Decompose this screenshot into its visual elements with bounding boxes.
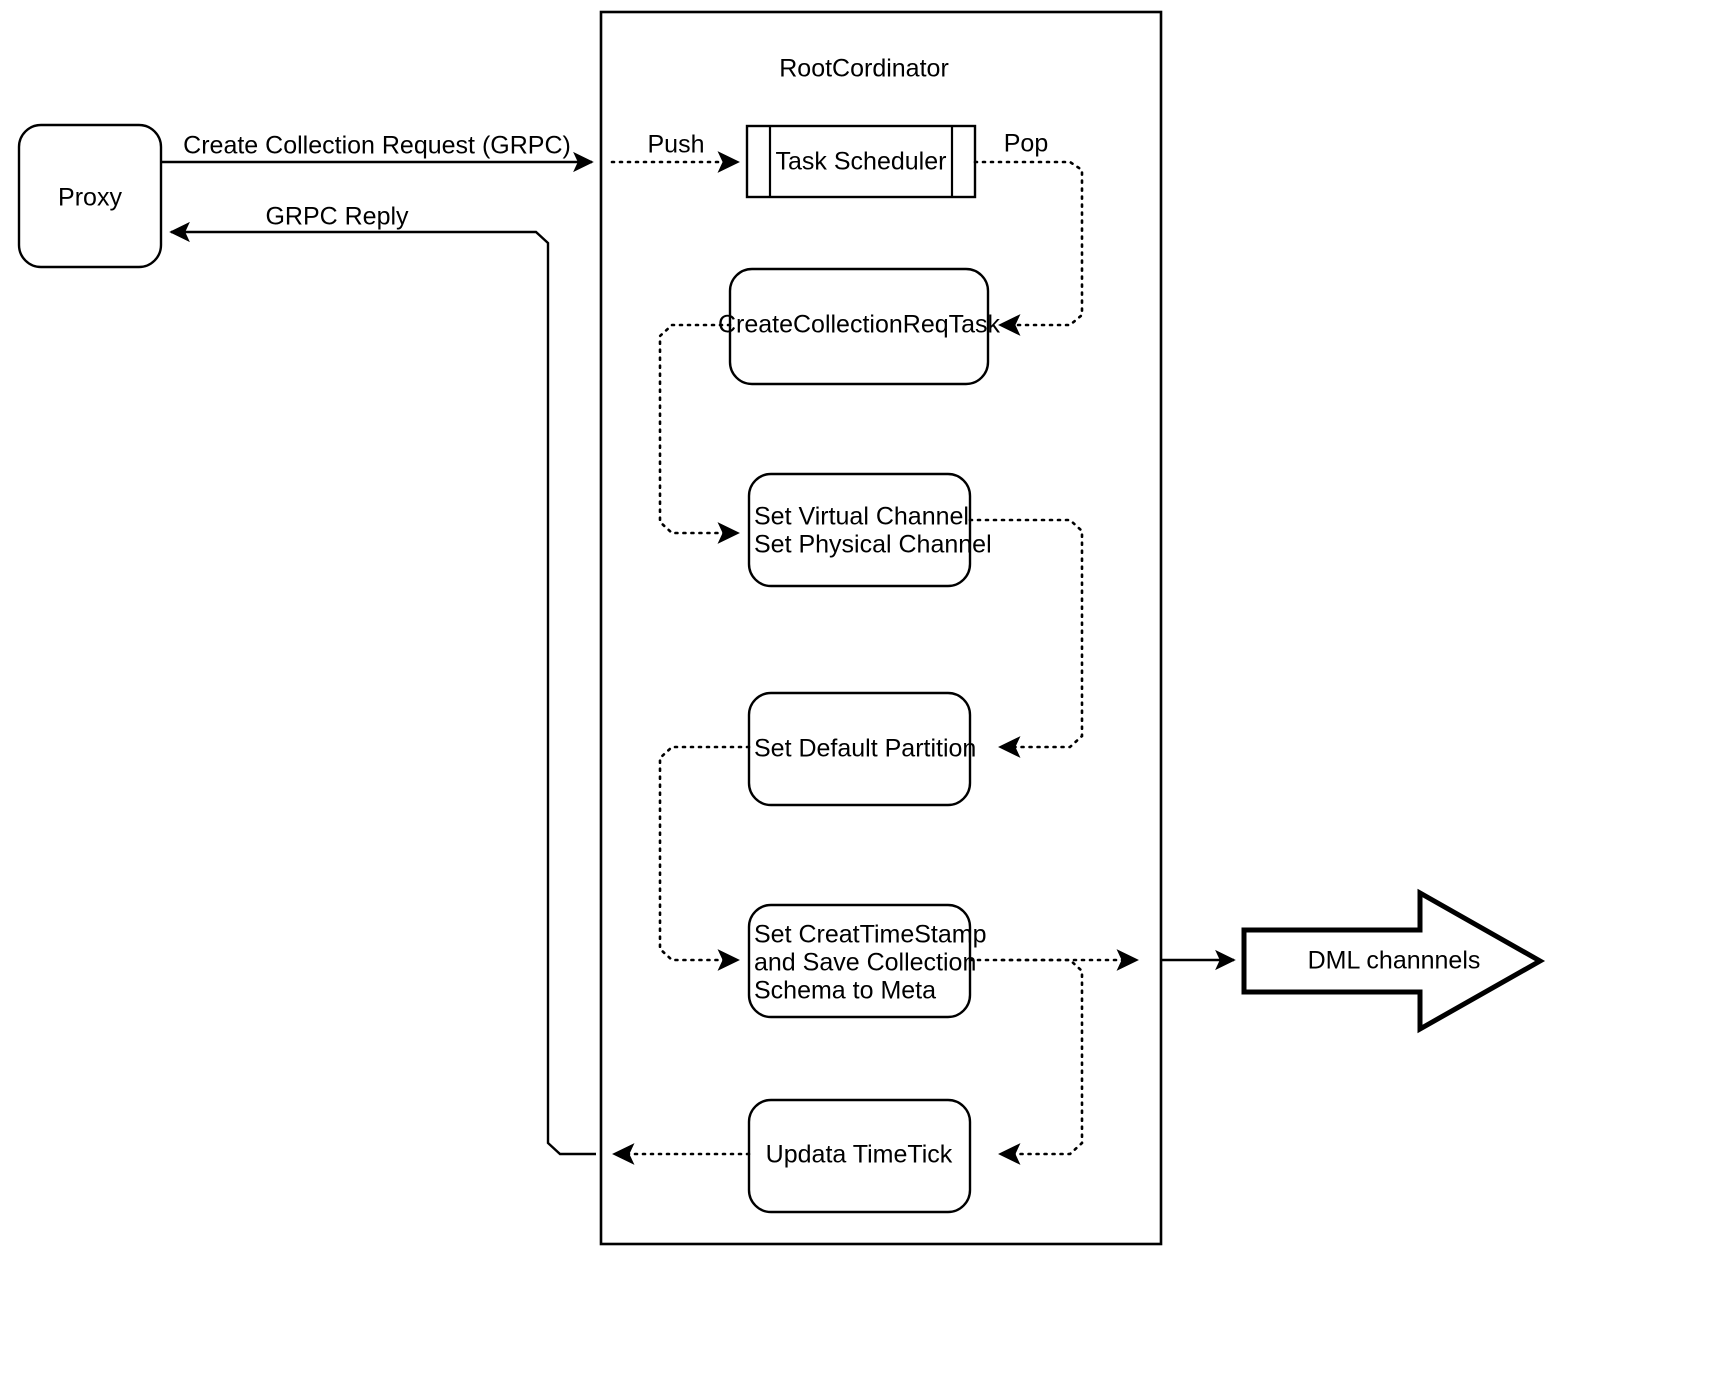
timestamp-to-timetick-line bbox=[998, 958, 1084, 1165]
update-timetick-box[interactable] bbox=[747, 1098, 972, 1214]
edge-pop: Pop bbox=[973, 130, 1084, 336]
node-set-create-timestamp[interactable]: Set CreatTimeStamp and Save Collection S… bbox=[747, 903, 986, 1019]
create-collection-req-task-label: CreateCollectionReqTask bbox=[718, 311, 1001, 339]
proxy-box[interactable] bbox=[17, 123, 163, 269]
set-default-partition-label: Set Default Partition bbox=[754, 735, 976, 763]
pop-line bbox=[973, 160, 1084, 336]
node-dml-channels[interactable]: DML channnels bbox=[1241, 888, 1546, 1034]
node-create-collection-req-task[interactable]: CreateCollectionReqTask bbox=[718, 267, 1001, 386]
edge-create-collection-request: Create Collection Request (GRPC) bbox=[161, 132, 594, 173]
edge-timestamp-to-timetick bbox=[998, 958, 1084, 1165]
set-virtual-channel-label: Set Virtual Channel bbox=[754, 503, 969, 531]
node-proxy[interactable]: Proxy bbox=[17, 123, 163, 269]
set-channels-box[interactable] bbox=[747, 472, 972, 588]
edge-set-channels-to-default-partition bbox=[968, 518, 1084, 758]
push-label: Push bbox=[648, 131, 705, 159]
edge-grpc-reply: GRPC Reply bbox=[169, 203, 751, 1165]
rootcordinator-container: RootCordinator bbox=[599, 10, 1163, 1246]
set-create-timestamp-line2: and Save Collection bbox=[754, 949, 976, 977]
task-to-set-channels-line bbox=[658, 323, 740, 544]
set-create-timestamp-line3: Schema to Meta bbox=[754, 977, 936, 1005]
node-set-channels[interactable]: Set Virtual Channel Set Physical Channel bbox=[747, 472, 992, 588]
edge-default-partition-to-timestamp bbox=[658, 745, 751, 971]
default-partition-to-timestamp-line bbox=[658, 745, 751, 971]
create-collection-req-task-box[interactable] bbox=[728, 267, 990, 386]
create-collection-request-label: Create Collection Request (GRPC) bbox=[183, 132, 571, 160]
update-timetick-label: Updata TimeTick bbox=[766, 1141, 953, 1169]
node-update-timetick[interactable]: Updata TimeTick bbox=[747, 1098, 972, 1214]
proxy-label: Proxy bbox=[58, 184, 122, 212]
rootcordinator-container-border bbox=[599, 10, 1163, 1246]
grpc-reply-line bbox=[169, 221, 596, 1156]
grpc-reply-label: GRPC Reply bbox=[265, 203, 409, 231]
node-set-default-partition[interactable]: Set Default Partition bbox=[747, 691, 976, 807]
dml-channels-label: DML channnels bbox=[1308, 947, 1481, 975]
set-default-partition-box[interactable] bbox=[747, 691, 972, 807]
edge-task-to-set-channels bbox=[658, 323, 740, 544]
node-task-scheduler[interactable]: Task Scheduler bbox=[745, 124, 977, 199]
set-physical-channel-label: Set Physical Channel bbox=[754, 531, 992, 559]
rootcordinator-label: RootCordinator bbox=[779, 55, 949, 83]
set-channels-to-default-partition-line bbox=[968, 518, 1084, 758]
dml-channels-arrow-shape[interactable] bbox=[1241, 888, 1546, 1034]
set-create-timestamp-line1: Set CreatTimeStamp bbox=[754, 921, 986, 949]
task-scheduler-label: Task Scheduler bbox=[776, 148, 947, 176]
pop-label: Pop bbox=[1004, 130, 1048, 158]
edge-push: Push bbox=[610, 131, 740, 173]
